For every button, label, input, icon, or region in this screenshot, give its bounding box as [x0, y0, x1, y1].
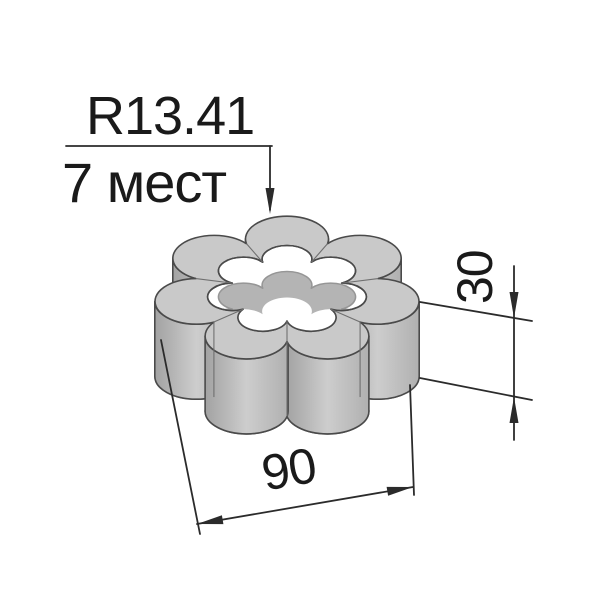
flower-ring-object [154, 215, 420, 435]
top-crease [310, 243, 328, 263]
top-crease [195, 278, 233, 284]
dimension-labels: R13.41 7 мест 90 30 [62, 86, 503, 501]
top-crease [246, 243, 264, 263]
top-crease [330, 308, 361, 323]
dimension-arrow [509, 292, 519, 318]
radius-label: R13.41 [86, 86, 254, 146]
top-crease [213, 308, 244, 323]
places-label: 7 мест [62, 151, 226, 214]
extension-line [409, 384, 415, 496]
dimension-arrow [509, 397, 519, 423]
extension-line [419, 377, 533, 401]
lobe-crease-lines [195, 243, 379, 417]
dimension-arrow [386, 486, 413, 496]
dimension-arrow [197, 515, 224, 525]
top-crease [341, 278, 379, 284]
ring-inner-opening [207, 297, 367, 332]
dimension-lines [65, 145, 533, 535]
dimension-line [196, 486, 414, 525]
width-dimension-label: 90 [257, 437, 320, 501]
extension-line [160, 339, 201, 535]
height-dimension-label: 30 [447, 250, 503, 304]
ring-inner-edge [206, 244, 368, 333]
dimension-arrow [265, 188, 275, 214]
